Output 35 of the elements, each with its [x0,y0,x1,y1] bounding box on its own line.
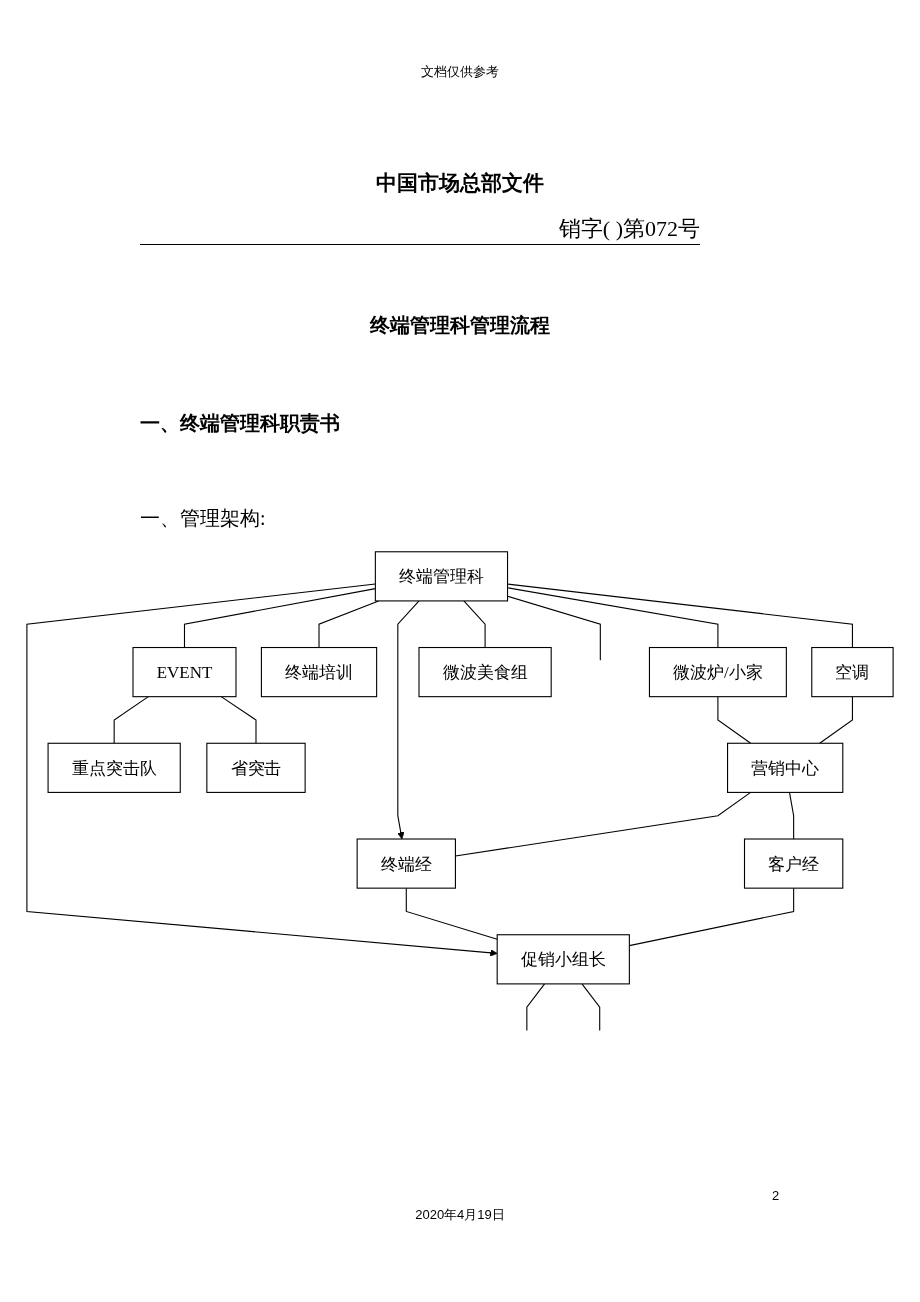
node-box: 重点突击队 [47,742,181,793]
node-box: EVENT [132,646,237,698]
connector [581,983,601,1032]
node-box: 促销小组长 [496,934,630,985]
connector [113,696,149,744]
section-heading: 一、终端管理科职责书 [140,411,340,436]
connector [463,600,486,649]
node-box: 终端培训 [260,646,378,698]
node-box: 微波美食组 [418,646,552,698]
node-box: 终端管理科 [374,551,509,602]
document-number: 销字( )第072号 [558,215,700,243]
connector [788,791,795,840]
node-box: 客户经 [743,838,844,889]
connector [526,983,546,1032]
arrow [26,583,498,957]
connector [507,595,601,661]
document-heading: 中国市场总部文件 [376,170,544,197]
connector [819,696,853,744]
node-box: 营销中心 [727,742,844,793]
subsection-heading: 一、管理架构: [140,506,266,531]
footer-date: 2020年4月19日 [415,1206,505,1224]
connector [507,587,719,649]
connector [220,696,257,744]
node-box: 微波炉/小家 [648,646,787,698]
connector [183,588,376,649]
node-box: 空调 [811,646,894,698]
connector [405,887,498,940]
arrow [397,600,420,840]
connector [507,583,853,649]
page-number: 2 [772,1188,780,1203]
document-title: 终端管理科管理流程 [370,313,550,338]
node-box: 省突击 [206,742,306,793]
connector [717,696,752,744]
page-header-note: 文档仅供参考 [421,63,499,81]
node-box: 终端经 [356,838,456,889]
